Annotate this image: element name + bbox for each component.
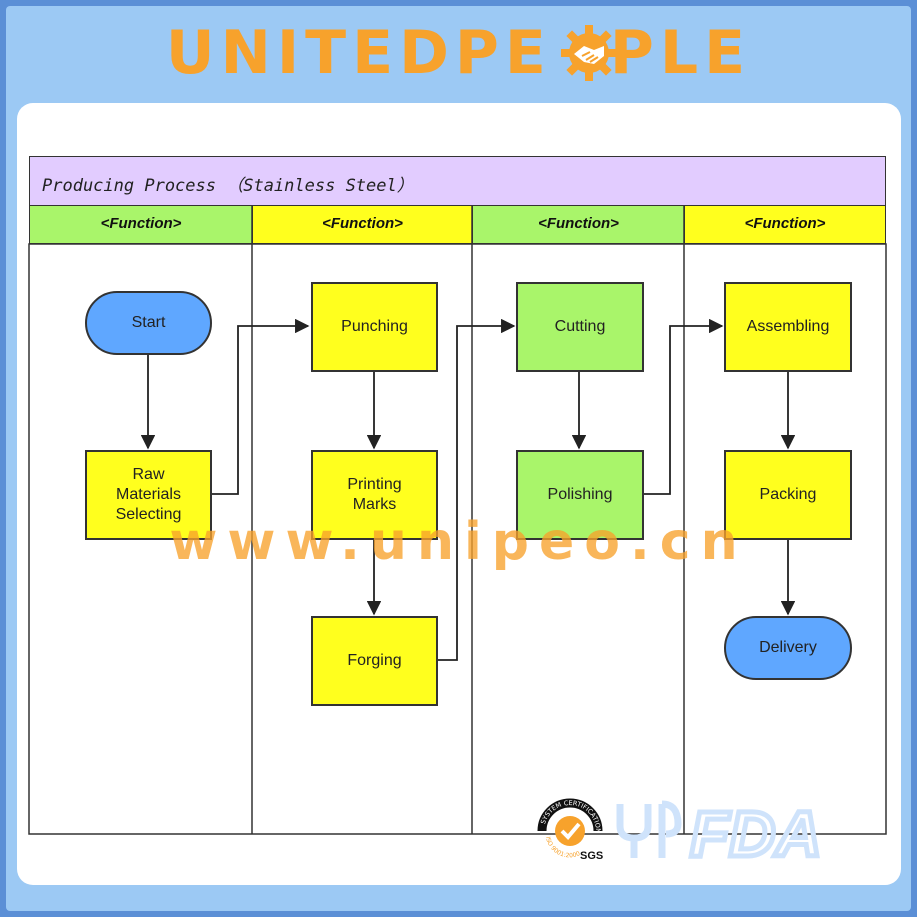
fda-label: FDA [690, 798, 822, 864]
diagram-title-bar: Producing Process （Stainless Steel） [29, 156, 886, 206]
node-printing-marks: Printing Marks [311, 450, 438, 540]
diagram-title: Producing Process （Stainless Steel） [42, 176, 414, 196]
edge-raw-punching [211, 318, 310, 495]
node-polishing: Polishing [516, 450, 644, 540]
brand-name-right: PLE [609, 18, 752, 88]
node-start: Start [85, 291, 212, 355]
sgs-label: SGS [580, 850, 603, 862]
brand-name-left: UNITEDPE [165, 18, 552, 88]
node-raw-materials: Raw Materials Selecting [85, 450, 212, 540]
gear-handshake-icon [561, 25, 617, 81]
edge-forging-cutting [437, 318, 516, 661]
node-delivery: Delivery [724, 616, 852, 680]
node-forging: Forging [311, 616, 438, 706]
sgs-certification-badge: SYSTEM CERTIFICATION ISO 9001:2000 SGS [537, 798, 603, 862]
node-cutting: Cutting [516, 282, 644, 372]
node-packing: Packing [724, 450, 852, 540]
lane-header-1: <Function> [29, 206, 253, 244]
watermark-url: www.unipeo.cn [169, 512, 748, 572]
node-assembling: Assembling [724, 282, 852, 372]
fda-food-safe-logo: FDA [616, 798, 824, 864]
brand-logo: UNITEDPE PLE [0, 18, 917, 98]
node-punching: Punching [311, 282, 438, 372]
lane-body-border [28, 243, 887, 835]
edge-polishing-assembling [643, 318, 724, 495]
